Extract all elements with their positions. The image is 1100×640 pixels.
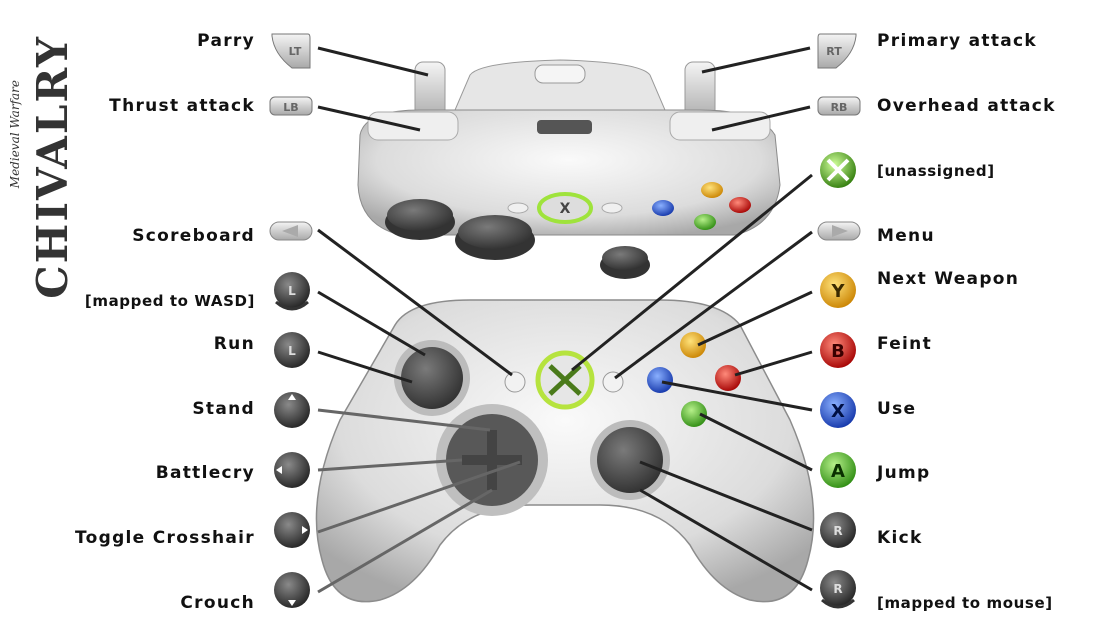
label-feint: Feint xyxy=(877,334,933,354)
label-jump: Jump xyxy=(877,463,931,483)
dpad-left-icon xyxy=(274,452,310,488)
svg-text:X: X xyxy=(560,201,571,217)
a-glyph: A xyxy=(831,461,845,482)
y-glyph: Y xyxy=(830,281,845,302)
label-next-weapon: Next Weapon xyxy=(877,269,1020,289)
l-glyph-2: L xyxy=(288,344,296,358)
b-icon xyxy=(820,332,856,368)
lb-bumper xyxy=(367,111,459,141)
label-parry: Parry xyxy=(197,31,255,51)
x-glyph: X xyxy=(831,401,845,422)
label-thrust-attack: Thrust attack xyxy=(109,96,255,116)
label-mapped-mouse: [mapped to mouse] xyxy=(877,594,1053,612)
right-stick-click-icon xyxy=(820,512,856,548)
label-run: Run xyxy=(213,334,255,354)
rb-icon xyxy=(817,96,861,116)
r-glyph-1: R xyxy=(833,524,842,538)
y-icon xyxy=(820,272,856,308)
a-face-button xyxy=(681,401,707,427)
label-mapped-wasd: [mapped to WASD] xyxy=(84,292,255,310)
b-face-button xyxy=(715,365,741,391)
label-battlecry: Battlecry xyxy=(155,463,255,483)
controller-top-view: X xyxy=(357,59,781,279)
leader-lines xyxy=(317,46,813,594)
right-stick-icon xyxy=(820,570,856,606)
left-stick-click-icon xyxy=(274,332,310,368)
label-crouch: Crouch xyxy=(180,593,255,613)
rb-bumper xyxy=(669,111,771,141)
l-glyph-1: L xyxy=(288,284,296,298)
lt-icon xyxy=(271,33,311,69)
rb-glyph: RB xyxy=(831,101,848,114)
rt-glyph: RT xyxy=(826,45,842,58)
lb-glyph: LB xyxy=(283,101,298,114)
label-overhead-attack: Overhead attack xyxy=(877,96,1056,116)
label-toggle-crosshair: Toggle Crosshair xyxy=(75,528,255,548)
left-stick-icon xyxy=(274,272,310,308)
right-stick xyxy=(597,427,663,493)
label-stand: Stand xyxy=(192,399,255,419)
b-glyph: B xyxy=(831,341,845,362)
dpad-down-icon xyxy=(274,572,310,608)
left-icons: LT LB L L xyxy=(269,33,313,608)
rt-icon xyxy=(817,33,857,69)
right-icons: RT RB Y B X A R R xyxy=(817,33,861,609)
label-unassigned: [unassigned] xyxy=(877,162,995,180)
label-use: Use xyxy=(877,399,917,419)
back-button xyxy=(504,371,526,393)
label-menu: Menu xyxy=(877,226,935,246)
y-face-button xyxy=(680,332,706,358)
r-glyph-2: R xyxy=(833,582,842,596)
left-stick xyxy=(401,347,463,409)
lt-glyph: LT xyxy=(289,45,302,58)
dpad-right-icon xyxy=(274,512,310,548)
x-face-button xyxy=(647,367,673,393)
x-icon xyxy=(820,392,856,428)
label-kick: Kick xyxy=(877,528,923,548)
a-icon xyxy=(820,452,856,488)
label-scoreboard: Scoreboard xyxy=(132,226,255,246)
lb-icon xyxy=(269,96,313,116)
dpad-up-icon xyxy=(274,392,310,428)
controller-front-view xyxy=(315,299,815,603)
label-primary-attack: Primary attack xyxy=(877,31,1038,51)
